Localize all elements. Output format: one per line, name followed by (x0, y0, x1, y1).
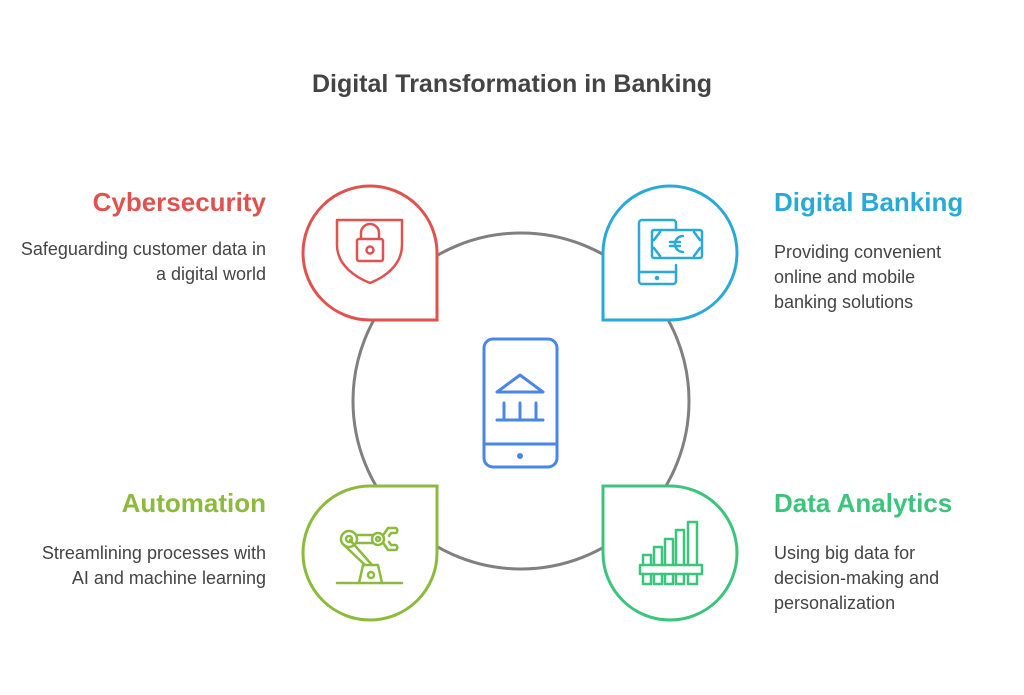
cybersecurity-heading: Cybersecurity (92, 187, 266, 217)
data-analytics-description: Using big data for decision-making and p… (774, 543, 940, 613)
center-ring (351, 231, 691, 571)
phone-euro-icon (637, 218, 704, 286)
automation-shape (301, 484, 439, 622)
digital-banking-heading: Digital Banking (774, 187, 964, 217)
digital-banking-shape (601, 184, 739, 322)
mobile-bank-icon (482, 337, 559, 469)
data-analytics-shape (601, 484, 739, 622)
data-analytics-heading: Data Analytics (774, 488, 953, 518)
page-title: Digital Transformation in Banking (311, 70, 713, 98)
automation-heading: Automation (121, 488, 266, 518)
cybersecurity-description: Safeguarding customer data in a digital … (20, 239, 266, 284)
robot-arm-icon (335, 526, 404, 585)
bar-chart-icon (638, 520, 704, 586)
digital-banking-description: Providing convenient online and mobile b… (774, 242, 942, 312)
automation-description: Streamlining processes with AI and machi… (41, 543, 266, 588)
shield-lock-icon (335, 218, 404, 285)
